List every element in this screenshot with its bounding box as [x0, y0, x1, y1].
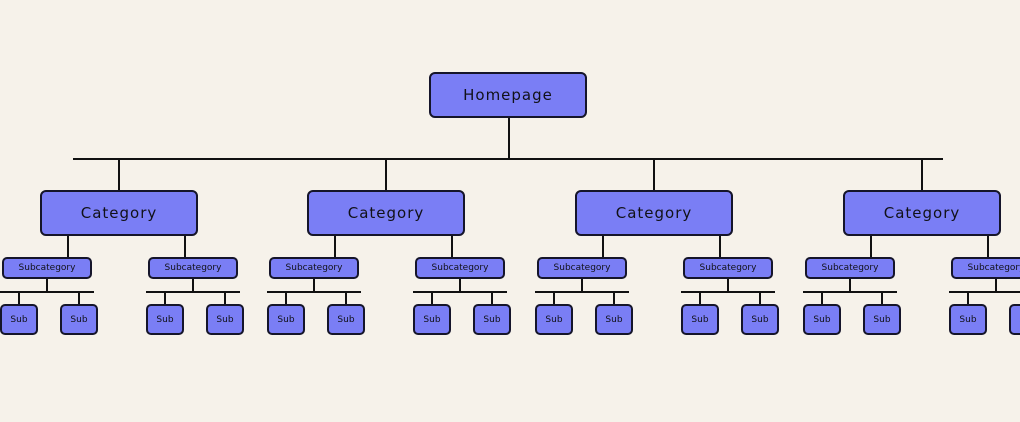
- subcategory-node: Subcategory: [805, 257, 895, 279]
- sub-node: Sub: [741, 304, 779, 335]
- sub-node: Sub: [949, 304, 987, 335]
- sub-node: Sub: [863, 304, 901, 335]
- sub-node: Sub: [535, 304, 573, 335]
- sub-node: Sub: [595, 304, 633, 335]
- subcategory-node: Subcategory: [537, 257, 627, 279]
- category-node: Category: [575, 190, 733, 236]
- subcategory-node: Subcategory: [148, 257, 238, 279]
- sub-node: Sub: [473, 304, 511, 335]
- sub-node: Sub: [206, 304, 244, 335]
- subcategory-node: Subcategory: [269, 257, 359, 279]
- sub-node: Sub: [60, 304, 98, 335]
- subcategory-node: Subcategory: [415, 257, 505, 279]
- sub-node: Sub: [681, 304, 719, 335]
- category-node: Category: [40, 190, 198, 236]
- subcategory-node: Subcategory: [683, 257, 773, 279]
- sub-node: Sub: [1009, 304, 1020, 335]
- sub-node: Sub: [146, 304, 184, 335]
- homepage-node: Homepage: [429, 72, 587, 118]
- category-node: Category: [843, 190, 1001, 236]
- subcategory-node: Subcategory: [951, 257, 1020, 279]
- sub-node: Sub: [803, 304, 841, 335]
- category-node: Category: [307, 190, 465, 236]
- subcategory-node: Subcategory: [2, 257, 92, 279]
- sub-node: Sub: [267, 304, 305, 335]
- sub-node: Sub: [0, 304, 38, 335]
- sub-node: Sub: [327, 304, 365, 335]
- sub-node: Sub: [413, 304, 451, 335]
